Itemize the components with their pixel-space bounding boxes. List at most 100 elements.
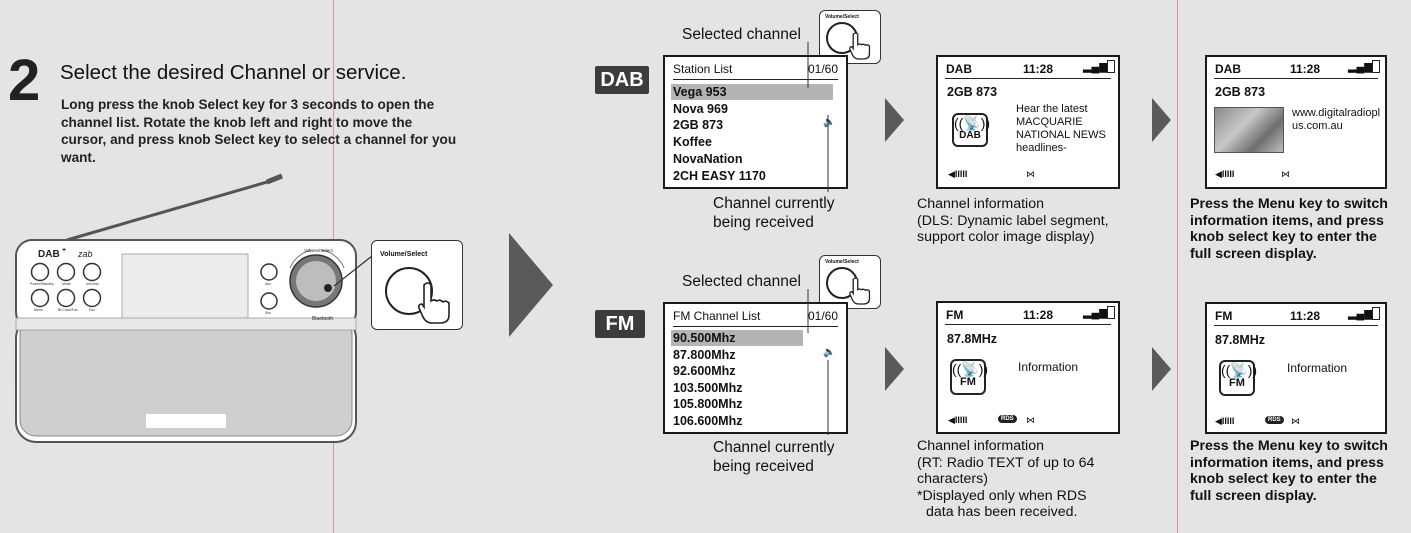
fm-info-screen: FM 11:28 ▂▄▆ 87.8MHz ((📡)) FM Informatio… <box>936 301 1120 434</box>
dab-mode-tag: DAB <box>595 66 649 94</box>
dab-info-screen: DAB 11:28 ▂▄▆ 2GB 873 ((📡)) DAB Hear the… <box>936 55 1120 189</box>
text-run: Press the <box>1190 196 1258 212</box>
radio-btn-label: Alm <box>265 282 271 286</box>
fm-full-info-screen: FM 11:28 ▂▄▆ 87.8MHz ((📡)) FM Informatio… <box>1205 302 1387 434</box>
fm-mode-tag: FM <box>595 310 645 338</box>
screen-mode: DAB <box>946 62 972 76</box>
volume-level-icon: ◀IIIII <box>1215 416 1235 426</box>
stereo-icon: ⋈ <box>1291 416 1300 426</box>
text-run: full screen display. <box>1190 487 1317 504</box>
caption-line: Press the Menu key to switch <box>1190 196 1388 213</box>
radio-brand-logo: zab <box>77 249 93 259</box>
fm-list-title: FM Channel List <box>673 309 761 323</box>
radio-btn-label: Mode <box>62 282 71 286</box>
dab-info-caption: Channel information (DLS: Dynamic label … <box>917 196 1109 245</box>
dab-list-title: Station List <box>673 62 733 76</box>
speaker-icon: 🔈 <box>823 117 836 128</box>
caption-line: full screen display. <box>1190 488 1388 505</box>
bold-key-text: Select <box>214 132 255 147</box>
dab-knob-label: Volume/Select <box>825 14 859 20</box>
dab-list-counter: 01/60 <box>807 62 838 76</box>
list-item[interactable]: 87.800Mhz <box>673 348 736 362</box>
antenna <box>66 178 275 242</box>
caption-line: Press the Menu key to switch <box>1190 438 1388 455</box>
caption-line: information items, and press <box>1190 213 1388 230</box>
volume-level-icon: ◀IIIII <box>948 169 968 179</box>
list-item[interactable]: 90.500Mhz <box>673 331 736 345</box>
text-run: Long press the knob <box>61 97 199 112</box>
arrow-icon <box>1152 98 1171 142</box>
knob-callout-label: Volume/Select <box>380 251 428 258</box>
radio-dab-plus: + <box>62 247 66 254</box>
frequency: 87.8MHz <box>947 332 998 346</box>
station-name: 2GB 873 <box>1215 85 1266 99</box>
fm-channel-list-screen: FM Channel List 01/60 90.500Mhz 87.800Mh… <box>663 302 848 434</box>
list-item[interactable]: 2CH EASY 1170 <box>673 169 766 183</box>
bold-key-text: select <box>1227 229 1269 245</box>
list-item[interactable]: Nova 969 <box>673 102 728 116</box>
dab-list-highlight <box>671 84 833 100</box>
screen-mode: FM <box>1215 309 1233 323</box>
rds-icon: RDS <box>998 415 1017 423</box>
knob-callout: Volume/Select <box>371 240 463 330</box>
list-item[interactable]: NovaNation <box>673 152 743 166</box>
bold-key-text: Menu <box>1257 196 1295 212</box>
list-item[interactable]: Vega 953 <box>673 85 727 99</box>
hand-pointer-icon <box>849 277 871 305</box>
arrow-icon <box>1152 347 1171 391</box>
fm-icon: ((📡)) FM <box>1219 360 1257 396</box>
battery-icon <box>1372 307 1380 320</box>
dab-list-header: Station List 01/60 <box>673 62 838 80</box>
volume-level-icon: ◀IIIII <box>1215 169 1235 179</box>
list-item[interactable]: Koffee <box>673 135 712 149</box>
list-item[interactable]: 105.800Mhz <box>673 397 743 411</box>
radio-volume-label: Volume/Select <box>304 248 334 253</box>
list-item[interactable]: 2GB 873 <box>673 118 724 132</box>
hand-pointer-icon <box>418 282 450 324</box>
signal-icon: ▂▄▆ <box>1348 308 1373 320</box>
battery-icon <box>1107 60 1115 73</box>
radio-bluetooth-label: Bluetooth <box>312 316 333 322</box>
radio-btn-label: Fav <box>89 308 95 312</box>
fm-list-counter: 01/60 <box>807 309 838 323</box>
fm-list-highlight <box>671 330 803 346</box>
text-run: information items, and press <box>1190 454 1384 471</box>
list-item[interactable]: 92.600Mhz <box>673 364 736 378</box>
text-run: key for 3 seconds to open the channel li… <box>61 97 435 147</box>
radio-btn-label: Power/Standby <box>30 282 54 286</box>
fm-icon: ((📡)) FM <box>950 359 988 395</box>
text-run: knob <box>1190 229 1228 245</box>
step-arrow-icon <box>509 233 553 337</box>
info-text: Information <box>1018 360 1079 374</box>
info-text: Information <box>1287 361 1348 375</box>
list-item[interactable]: 106.600Mhz <box>673 414 743 428</box>
speaker-icon: 🔈 <box>823 347 836 358</box>
radio-btn-label: Snz <box>265 311 271 315</box>
fm-pointer-lines <box>807 289 829 435</box>
step-instructions: Long press the knob Select key for 3 sec… <box>61 96 461 166</box>
text-run: key to select a channel for you want. <box>61 132 457 165</box>
fm-knob-icon: Volume/Select <box>819 255 881 309</box>
stereo-icon: ⋈ <box>1281 169 1290 179</box>
stereo-icon: ⋈ <box>1026 415 1035 425</box>
screen-time: 11:28 <box>1023 62 1054 76</box>
radio-dab-logo: DAB <box>38 249 60 260</box>
text-run: key to enter the <box>1268 471 1377 487</box>
rds-icon: RDS <box>1265 416 1284 424</box>
signal-icon: ▂▄▆ <box>1083 307 1108 319</box>
radio-btn-label: Info/Info <box>86 282 99 286</box>
bold-key-text: Select <box>198 97 239 112</box>
radio-illustration: DAB + zab Volume/Select Bluetooth Power/… <box>15 173 357 443</box>
text-run: full screen display. <box>1190 245 1317 262</box>
step-number: 2 <box>8 48 41 113</box>
signal-icon: ▂▄▆ <box>1348 61 1373 73</box>
dls-text: Hear the latest MACQUARIE NATIONAL NEWS … <box>1016 103 1106 154</box>
battery-icon <box>1107 306 1115 319</box>
list-item[interactable]: 103.500Mhz <box>673 381 743 395</box>
hand-pointer-icon <box>849 32 871 60</box>
screen-mode: FM <box>946 308 964 322</box>
battery-icon <box>1372 60 1380 73</box>
text-run: key to enter the <box>1268 229 1377 245</box>
